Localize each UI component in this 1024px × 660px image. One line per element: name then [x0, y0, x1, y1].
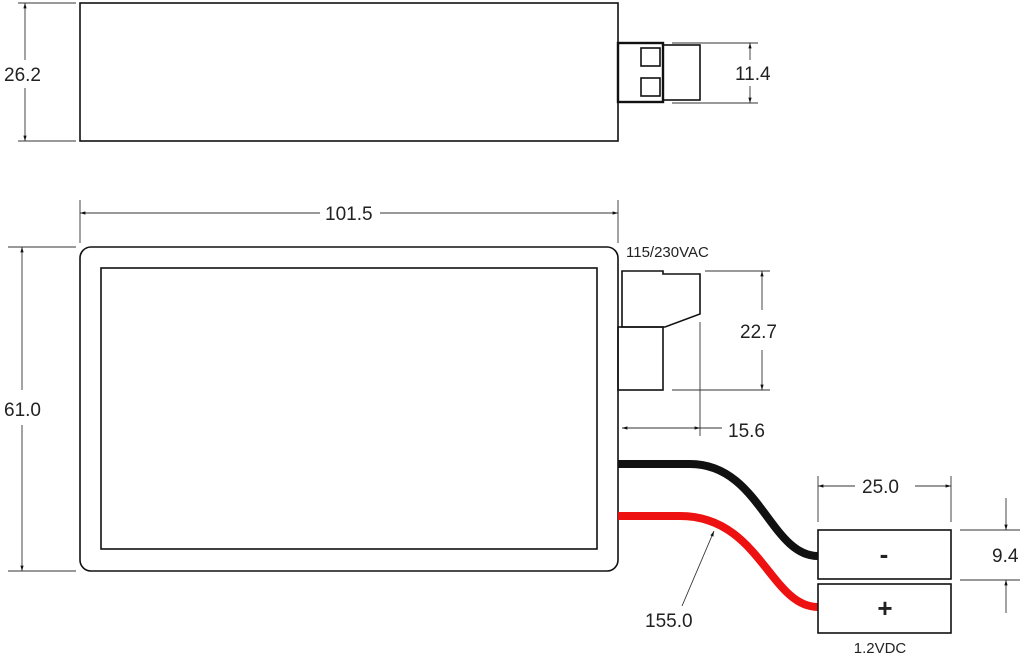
- cable-length-dimension: 155.0: [645, 611, 693, 632]
- red-wire: [618, 512, 819, 611]
- positive-terminal: [817, 583, 952, 634]
- usb-plug: [616, 41, 701, 104]
- positive-symbol: +: [877, 593, 892, 623]
- dc-connector-width-dimension: 25.0: [862, 477, 899, 498]
- charger-face: [100, 267, 598, 550]
- ac-connector-depth-dimension: 15.6: [728, 421, 765, 442]
- negative-symbol: -: [880, 539, 889, 569]
- dc-output-label: 1.2VDC: [854, 640, 907, 657]
- top-view-body: [79, 2, 619, 142]
- top-view: 11.4 26.2: [4, 2, 771, 142]
- top-height-dimension: 26.2: [4, 65, 41, 86]
- ac-input-label: 115/230VAC: [626, 244, 709, 261]
- ac-connector-height-dimension: 22.7: [740, 322, 777, 343]
- dc-connector-pitch-dimension: 9.4: [992, 546, 1019, 567]
- plug-height-dimension: 11.4: [735, 64, 771, 85]
- negative-terminal: [817, 529, 952, 580]
- black-wire: [618, 460, 819, 560]
- height-dimension: 61.0: [4, 400, 41, 421]
- width-dimension: 101.5: [325, 204, 373, 225]
- front-view: 101.5 61.0 115/230VAC 22.7 15.6 - + 1.2V…: [4, 200, 1020, 657]
- charger-body: [79, 246, 619, 572]
- ac-connector: [617, 270, 701, 391]
